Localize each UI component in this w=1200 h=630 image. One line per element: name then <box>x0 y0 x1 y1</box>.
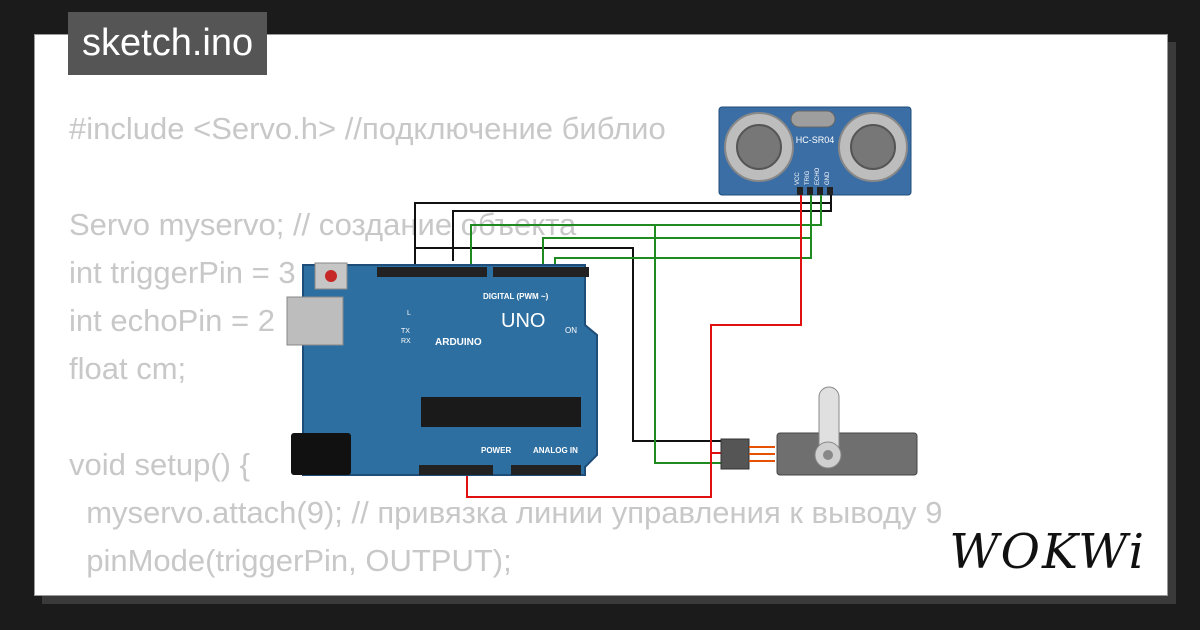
sensor-pin-label: GND <box>825 171 831 185</box>
wokwi-logo: WOKWi <box>949 524 1146 580</box>
digital-label: DIGITAL (PWM ~) <box>483 292 549 301</box>
power-jack <box>291 433 351 475</box>
sensor-pin-label: ECHO <box>815 167 821 185</box>
led-label: L <box>407 310 411 317</box>
analog-label: ANALOG IN <box>533 446 578 455</box>
file-tab[interactable]: sketch.ino <box>68 12 268 75</box>
wires <box>414 195 832 498</box>
sensor-pin-label: TRIG <box>805 170 811 185</box>
header-digital-high <box>377 267 487 277</box>
microcontroller-chip <box>421 397 581 427</box>
code-line: pinMode(triggerPin, OUTPUT); <box>69 543 512 578</box>
sensor-label: HC-SR04 <box>796 135 835 145</box>
header-analog <box>511 465 581 475</box>
uno-label: UNO <box>501 310 545 332</box>
usb-port <box>286 296 344 346</box>
led-label: TX <box>401 328 410 335</box>
arduino-uno-board[interactable]: DIGITAL (PWM ~) UNO ARDUINO ON L TX RX P… <box>286 262 598 476</box>
code-line: int echoPin = 2 <box>69 303 275 338</box>
header-power <box>419 465 493 475</box>
reset-icon <box>325 270 337 282</box>
servo-motor[interactable] <box>720 386 918 476</box>
brand-label: ARDUINO <box>435 337 482 348</box>
code-line: myservo.attach(9); // привязка линии упр… <box>69 495 943 530</box>
code-line: float cm; <box>69 351 187 386</box>
on-label: ON <box>565 326 577 335</box>
ultrasonic-sensor[interactable]: HC-SR04 VCC TRIG ECHO GND <box>718 106 912 196</box>
circuit-diagram: HC-SR04 VCC TRIG ECHO GND <box>286 106 918 498</box>
code-line: #include <Servo.h> //подключение библио <box>69 111 666 146</box>
led-label: RX <box>401 338 411 345</box>
header-digital-low <box>493 267 589 277</box>
code-line: void setup() { <box>69 447 250 482</box>
code-line: pinMode(echoPin, INPUT); <box>69 585 1167 595</box>
power-label: POWER <box>481 446 511 455</box>
sensor-pin-label: VCC <box>795 172 801 185</box>
code-line: Servo myservo; // создание объекта <box>69 207 577 242</box>
code-line: int triggerPin = 3 <box>69 255 296 290</box>
